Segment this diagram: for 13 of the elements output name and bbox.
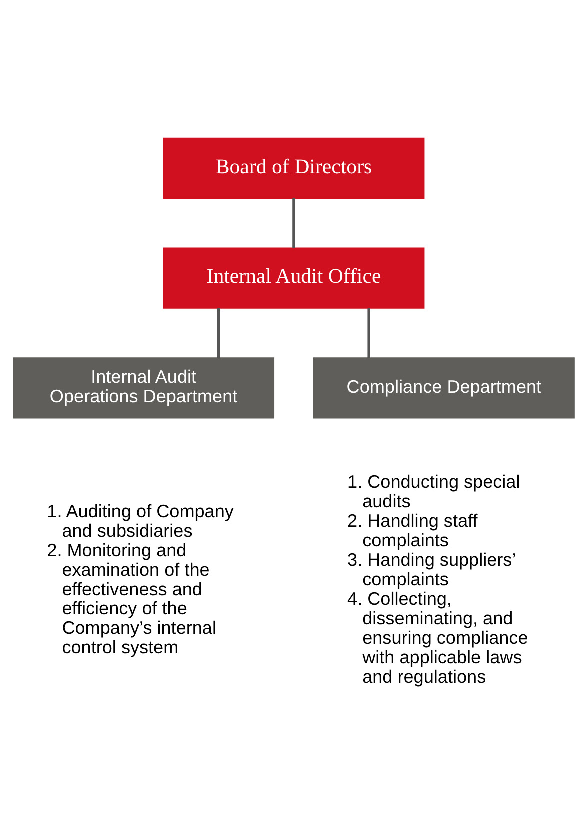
node-label: 1. Auditing of Company and subsidiaries bbox=[47, 501, 234, 541]
connector bbox=[218, 308, 220, 358]
node-box: Internal Audit Office bbox=[163, 248, 425, 309]
node-label: 2. Handling staff complaints bbox=[348, 511, 478, 551]
node-label: 2. Monitoring and examination of the effectiveness and efficiency of the Company’s internal control system bbox=[47, 540, 216, 658]
connector bbox=[368, 308, 370, 358]
node-box: Board of Directors bbox=[163, 138, 425, 200]
node-box: Internal Audit Operations Department bbox=[13, 358, 275, 419]
node-label: 1. Conducting special audits bbox=[348, 472, 520, 512]
node-box: Compliance Department bbox=[313, 358, 575, 419]
node-label: 4. Collecting, disseminating, and ensuring compliance with applicable laws and regulations bbox=[348, 588, 528, 687]
node-label: 3. Handing suppliers’ complaints bbox=[348, 550, 516, 590]
connector bbox=[292, 198, 296, 248]
